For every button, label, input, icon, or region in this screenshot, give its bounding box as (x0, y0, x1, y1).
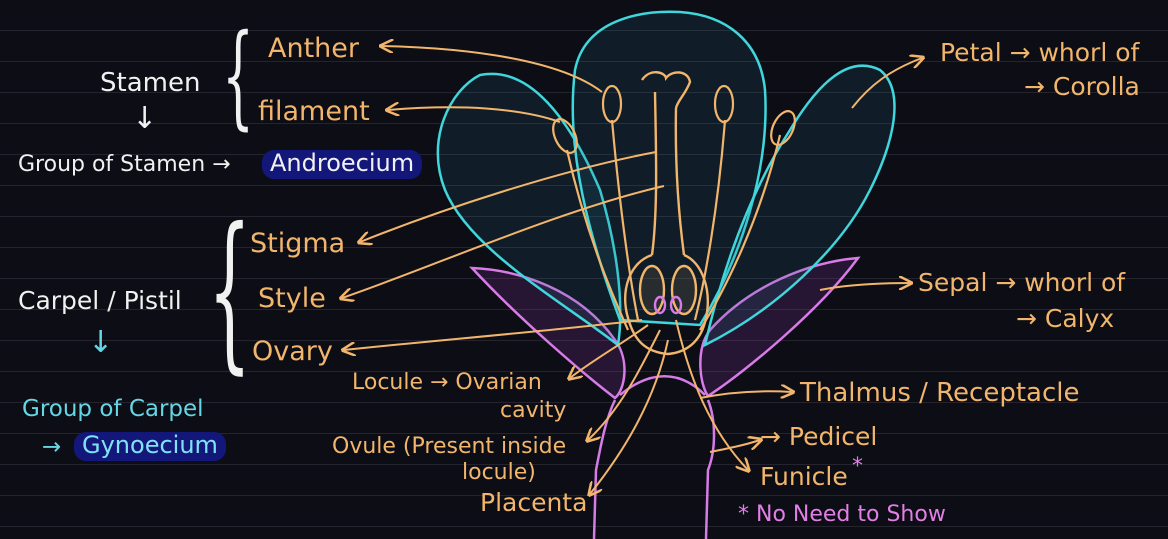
group-of-stamen-label: Group of Stamen → (18, 154, 231, 176)
funicle-asterisk: * (852, 456, 863, 478)
thalamus-label: Thalmus / Receptacle (800, 380, 1080, 406)
sepal-label: Sepal → whorl of (918, 270, 1125, 295)
carpel-brace: { (208, 206, 251, 376)
pedicel-shape (594, 376, 714, 539)
stamen-down-arrow: ↓ (132, 104, 157, 134)
group-of-carpel-label: Group of Carpel (22, 398, 204, 421)
ovule-locule-label: locule) (462, 462, 536, 484)
style-label: Style (258, 285, 326, 312)
funicle-label: Funicle (760, 464, 848, 489)
carpel-down-arrow: ↓ (88, 328, 113, 358)
pedicel-label: → Pedicel (760, 424, 877, 449)
carpel-title: Carpel / Pistil (18, 288, 182, 313)
filament-label: filament (258, 98, 370, 125)
stamen-title: Stamen (100, 70, 200, 96)
ovary-label: Ovary (252, 338, 333, 365)
corolla-label: → Corolla (1024, 74, 1140, 99)
petal-label: Petal → whorl of (940, 40, 1139, 65)
stigma-label: Stigma (250, 230, 345, 257)
ovarian-cavity-label: cavity (500, 400, 566, 422)
placenta-label: Placenta (480, 490, 587, 515)
stamen-brace: { (222, 20, 254, 132)
androecium-badge: Androecium (262, 150, 422, 179)
ovule-label: Ovule (Present inside (332, 436, 566, 458)
no-need-note: * No Need to Show (738, 504, 946, 526)
gynoecium-badge: Gynoecium (74, 432, 226, 461)
arrow-pedicel (710, 440, 760, 452)
locule-label: Locule → Ovarian (352, 372, 542, 394)
anther-label: Anther (268, 35, 359, 62)
calyx-label: → Calyx (1016, 306, 1114, 331)
gynoecium-arrow: → (42, 436, 61, 459)
